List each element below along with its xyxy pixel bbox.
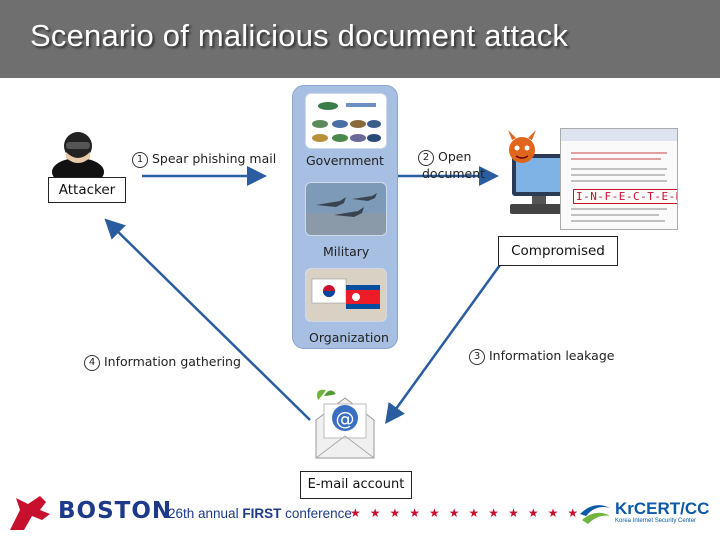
step1-label: 1 Spear phishing mail: [132, 151, 276, 168]
step3-text: Information leakage: [489, 348, 615, 363]
organization-image: [305, 268, 387, 322]
step1-text: Spear phishing mail: [152, 151, 277, 166]
footer-event-name: BOSTON: [58, 498, 173, 524]
step2-text-line1: Open: [438, 149, 472, 164]
footer-star-row: ★★★★★★★★★★★★: [350, 506, 588, 520]
step4-text: Information gathering: [104, 354, 241, 369]
infected-stamp: I-N-F-E-C-T-E-D: [573, 189, 677, 204]
flags-icon: [306, 269, 386, 321]
svg-text:@: @: [336, 408, 355, 430]
attacker-icon: [52, 132, 104, 180]
military-label: Military: [323, 244, 370, 259]
arrow-information-gathering: [104, 218, 311, 421]
email-envelope-icon: @: [315, 389, 375, 459]
government-logos-icon: [312, 102, 381, 142]
step3-number: 3: [469, 349, 485, 365]
compromised-label: Compromised: [498, 236, 618, 266]
step4-label: 4 Information gathering: [84, 354, 241, 371]
fighter-jets-icon: [306, 183, 386, 235]
step1-number: 1: [132, 152, 148, 168]
footer-org-subtitle: Korea Internet Security Center: [615, 518, 697, 524]
government-logos-image: [305, 93, 387, 149]
military-image: [305, 182, 387, 236]
step2-text-line2: document: [422, 166, 486, 181]
boston-horse-logo-icon: [10, 496, 50, 530]
footer-org-name: KrCERT/CC: [615, 499, 710, 518]
footer-conference: 26th annual FIRST conference: [168, 506, 352, 521]
step2-label: 2 Open: [418, 149, 471, 166]
step2-number: 2: [418, 150, 434, 166]
footer-conference-post: conference: [285, 506, 352, 521]
step3-label: 3 Information leakage: [469, 348, 614, 365]
slide-title: Scenario of malicious document attack: [30, 18, 569, 53]
email-account-label: E-mail account: [300, 471, 412, 499]
footer-conference-pre: 26th annual: [168, 506, 239, 521]
title-bar: Scenario of malicious document attack: [0, 0, 720, 78]
footer-conference-bold: FIRST: [242, 506, 282, 521]
attacker-label: Attacker: [48, 177, 126, 203]
infected-document-image: I-N-F-E-C-T-E-D: [560, 128, 678, 230]
government-label: Government: [306, 153, 384, 168]
arrow-information-leakage: [385, 264, 502, 425]
step4-number: 4: [84, 355, 100, 371]
organization-label: Organization: [309, 330, 389, 345]
compromised-computer-icon: [508, 130, 568, 214]
document-lines-icon: [561, 129, 677, 222]
krcert-swoosh-logo-icon: [580, 505, 610, 524]
